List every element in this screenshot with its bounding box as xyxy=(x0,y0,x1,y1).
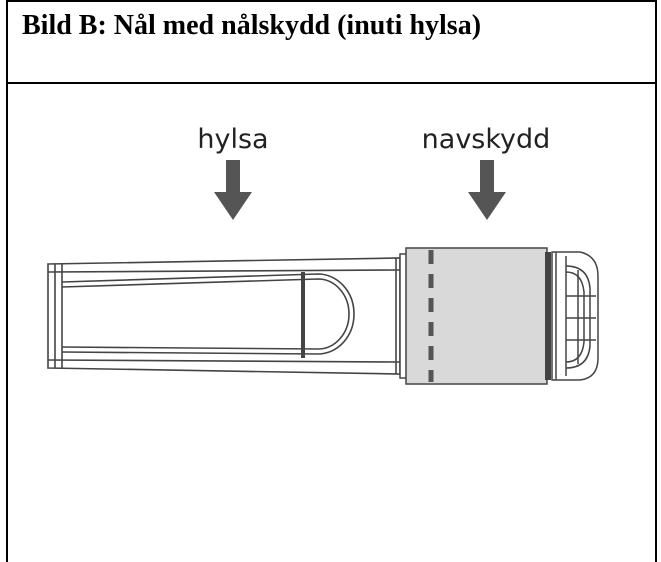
title-row: Bild B: Nål med nålskydd (inuti hylsa) xyxy=(6,0,657,84)
arrow-navskydd-icon xyxy=(468,160,506,220)
sleeve xyxy=(47,257,401,375)
cap-end xyxy=(551,251,599,381)
label-navskydd: navskydd xyxy=(422,124,551,155)
figure-title: Bild B: Nål med nålskydd (inuti hylsa) xyxy=(22,10,482,41)
figure-frame xyxy=(6,0,657,562)
hub-cover xyxy=(399,247,551,385)
label-hylsa: hylsa xyxy=(197,124,268,155)
arrow-hylsa-icon xyxy=(214,160,252,220)
